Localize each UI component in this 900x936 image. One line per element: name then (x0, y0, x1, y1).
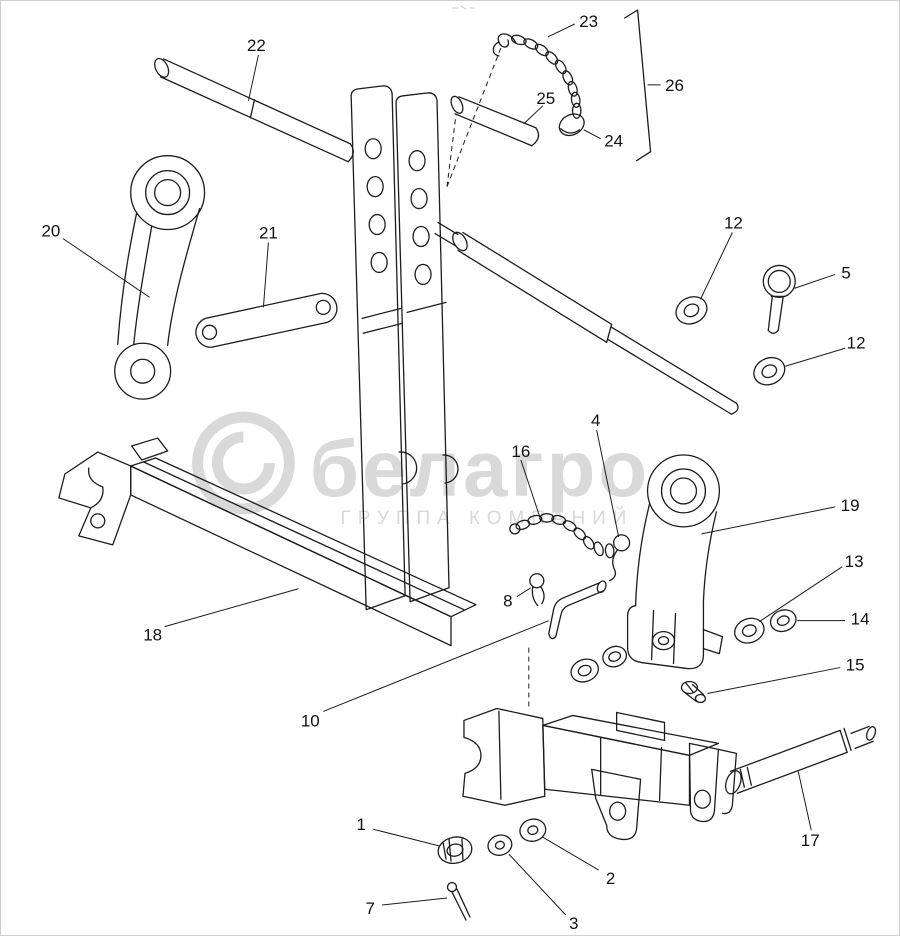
callout-12b: 12 (847, 333, 866, 352)
part-bushing-12a (675, 296, 708, 325)
part-washer-3 (487, 834, 513, 856)
part-clip-8 (529, 573, 545, 607)
part-bracket-26 (623, 9, 652, 162)
part-cotter-pin-7 (446, 881, 471, 921)
part-arm-19 (626, 454, 724, 670)
parts-artwork (58, 9, 877, 921)
part-bearing-13 (734, 617, 765, 644)
callout-22: 22 (247, 36, 266, 55)
part-washer-pair (570, 645, 628, 683)
watermark-brand: белагро (310, 424, 650, 513)
part-chain-23 (492, 33, 582, 119)
part-pin-10 (548, 580, 607, 640)
callout-18: 18 (143, 626, 162, 645)
callout-leaders (62, 23, 846, 916)
part-bearing-14 (769, 609, 797, 633)
part-hook-24 (558, 113, 585, 137)
part-shaft-22 (154, 57, 354, 163)
part-shaft-17 (724, 725, 877, 795)
watermark-logo-icon (192, 411, 295, 515)
watermark-logo-swirl-icon (212, 431, 275, 495)
part-lower-link-shaft (434, 221, 739, 415)
watermark-subtitle: ГРУППА КОМПАНИЙ (340, 507, 633, 529)
callout-10: 10 (301, 711, 320, 730)
callout-7: 7 (365, 899, 374, 918)
callout-19: 19 (841, 496, 860, 515)
part-link-21 (195, 292, 338, 348)
part-pin-25 (450, 95, 540, 147)
callout-24: 24 (604, 132, 623, 151)
top-edge-artifact (451, 5, 475, 10)
callout-5: 5 (841, 263, 850, 282)
callout-23: 23 (579, 12, 598, 31)
part-bushing-12b (753, 356, 786, 386)
callout-26: 26 (665, 76, 684, 95)
callout-13: 13 (845, 552, 864, 571)
callout-3: 3 (569, 914, 578, 933)
part-lower-bracket (462, 707, 738, 841)
part-bolt-15 (680, 680, 707, 704)
part-beam-18 (58, 437, 477, 647)
watermark: белагро ГРУППА КОМПАНИЙ (192, 411, 650, 529)
callout-2: 2 (606, 869, 615, 888)
part-clip-4 (608, 534, 631, 582)
callout-21: 21 (259, 224, 278, 243)
callout-15: 15 (846, 656, 865, 675)
part-chain-16 (509, 513, 615, 559)
part-lynch-pin-5 (762, 264, 796, 334)
part-washer-2 (519, 818, 547, 842)
part-mast-plates (350, 85, 459, 611)
callout-4: 4 (591, 411, 600, 430)
callout-14: 14 (851, 610, 870, 629)
part-bushing-1 (437, 836, 473, 864)
callout-12a: 12 (724, 214, 743, 233)
construction-lines (446, 47, 530, 709)
callout-16: 16 (511, 442, 530, 461)
callout-8: 8 (503, 592, 512, 611)
part-arm-20 (114, 155, 206, 400)
callout-25: 25 (536, 89, 555, 108)
callout-labels: 22 23 26 25 24 12 5 12 20 21 19 13 14 15… (41, 12, 869, 933)
callout-17: 17 (801, 831, 820, 850)
callout-20: 20 (41, 222, 60, 241)
callout-1: 1 (356, 815, 365, 834)
